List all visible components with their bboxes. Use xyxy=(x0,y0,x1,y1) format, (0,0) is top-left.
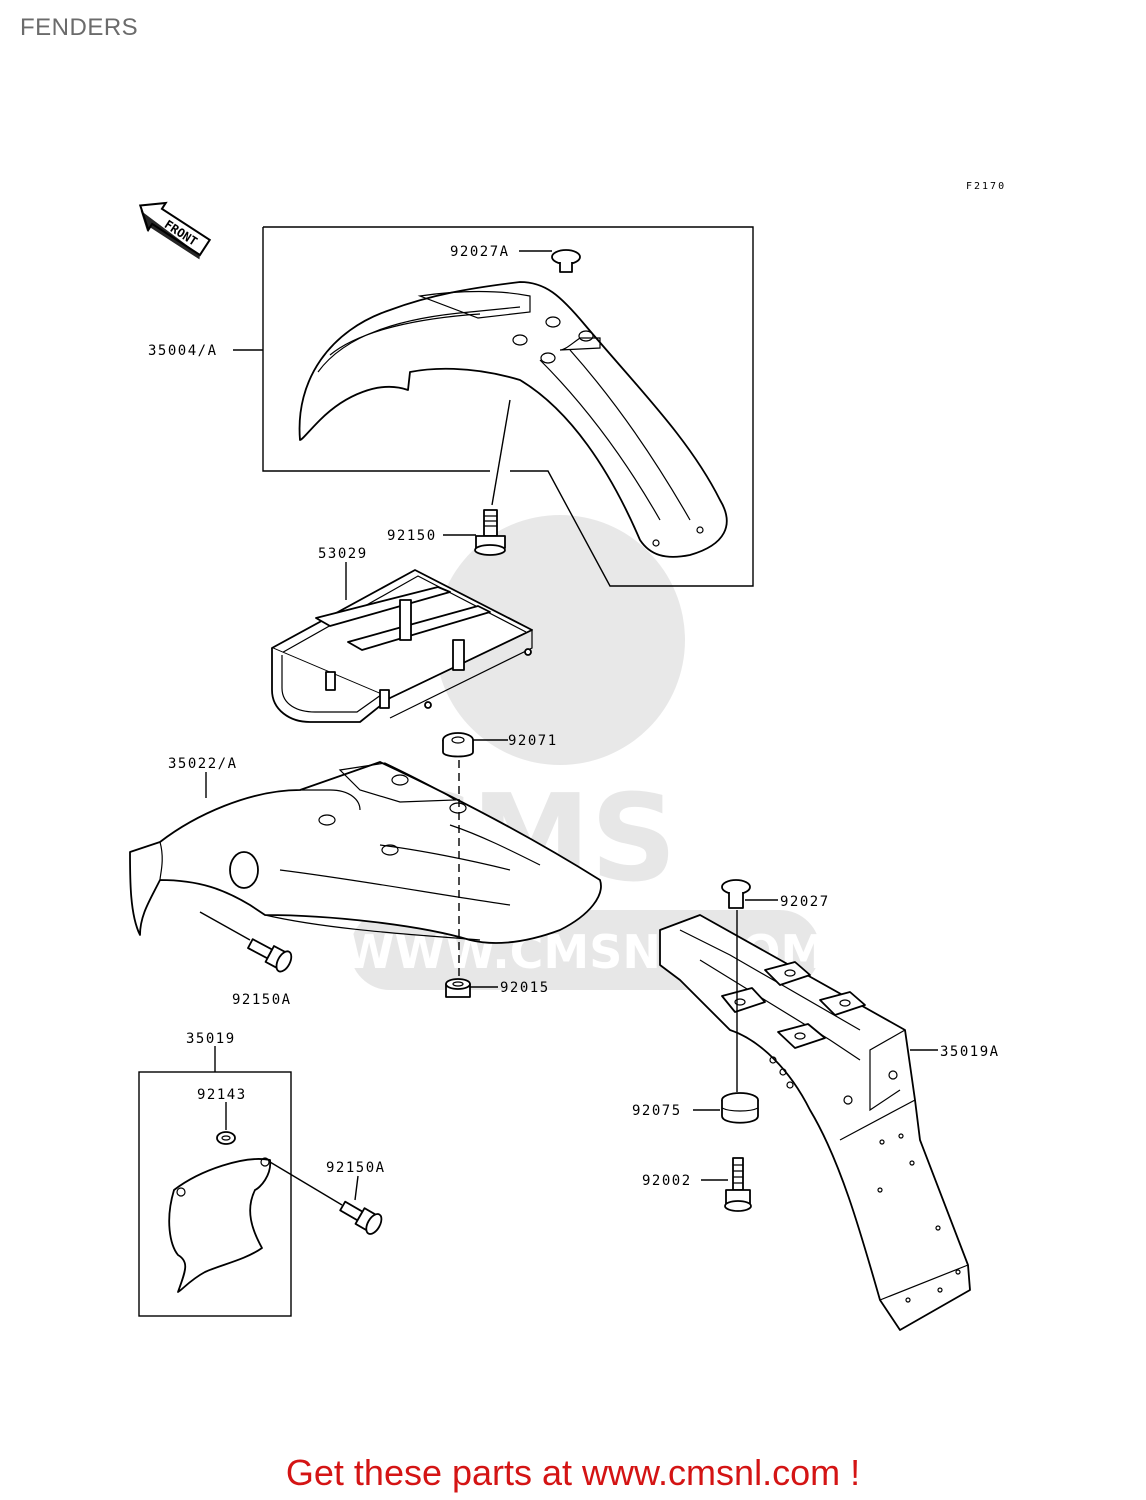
front-arrow-icon: FRONT xyxy=(138,201,212,260)
label-35019A[interactable]: 35019A xyxy=(940,1044,1000,1060)
label-92150A-flap[interactable]: 92150A xyxy=(326,1160,386,1176)
footer-link[interactable]: Get these parts at www.cmsnl.com ! xyxy=(285,1452,861,1493)
label-92071[interactable]: 92071 xyxy=(508,733,558,749)
collar-92027-icon xyxy=(721,879,751,909)
label-35022A[interactable]: 35022/A xyxy=(168,756,238,772)
bolt-92150A-icon xyxy=(247,938,293,973)
bolt-92002-icon xyxy=(724,1157,752,1212)
label-92015[interactable]: 92015 xyxy=(500,980,550,996)
label-92143[interactable]: 92143 xyxy=(197,1087,247,1103)
grommet-92075-icon xyxy=(721,1092,759,1124)
label-35004A[interactable]: 35004/A xyxy=(148,343,218,359)
grommet-92071-icon xyxy=(442,732,474,758)
label-92150A-rear[interactable]: 92150A xyxy=(232,992,292,1008)
page-title: FENDERS xyxy=(20,14,139,41)
label-92075[interactable]: 92075 xyxy=(632,1103,682,1119)
mud-flap-35019 xyxy=(168,1157,272,1293)
leader-lines xyxy=(199,250,938,1206)
label-35019[interactable]: 35019 xyxy=(186,1031,236,1047)
bolt-92150A-flap-icon xyxy=(339,1200,383,1235)
carrier-rack-53029 xyxy=(271,569,533,723)
label-92002[interactable]: 92002 xyxy=(642,1173,692,1189)
rear-fender-35022A xyxy=(129,761,602,944)
front-fender-35004A xyxy=(298,281,728,558)
bolt-92150-icon xyxy=(474,509,506,556)
washer-92027A-icon xyxy=(551,249,581,273)
washer-92143-icon xyxy=(216,1131,236,1145)
label-53029[interactable]: 53029 xyxy=(318,546,368,562)
front-fender-group-box xyxy=(262,226,754,587)
label-92150[interactable]: 92150 xyxy=(387,528,437,544)
label-92027[interactable]: 92027 xyxy=(780,894,830,910)
label-92027A[interactable]: 92027A xyxy=(450,244,510,260)
figure-code: F2170 xyxy=(966,181,1006,192)
nut-92015-icon xyxy=(445,978,471,998)
